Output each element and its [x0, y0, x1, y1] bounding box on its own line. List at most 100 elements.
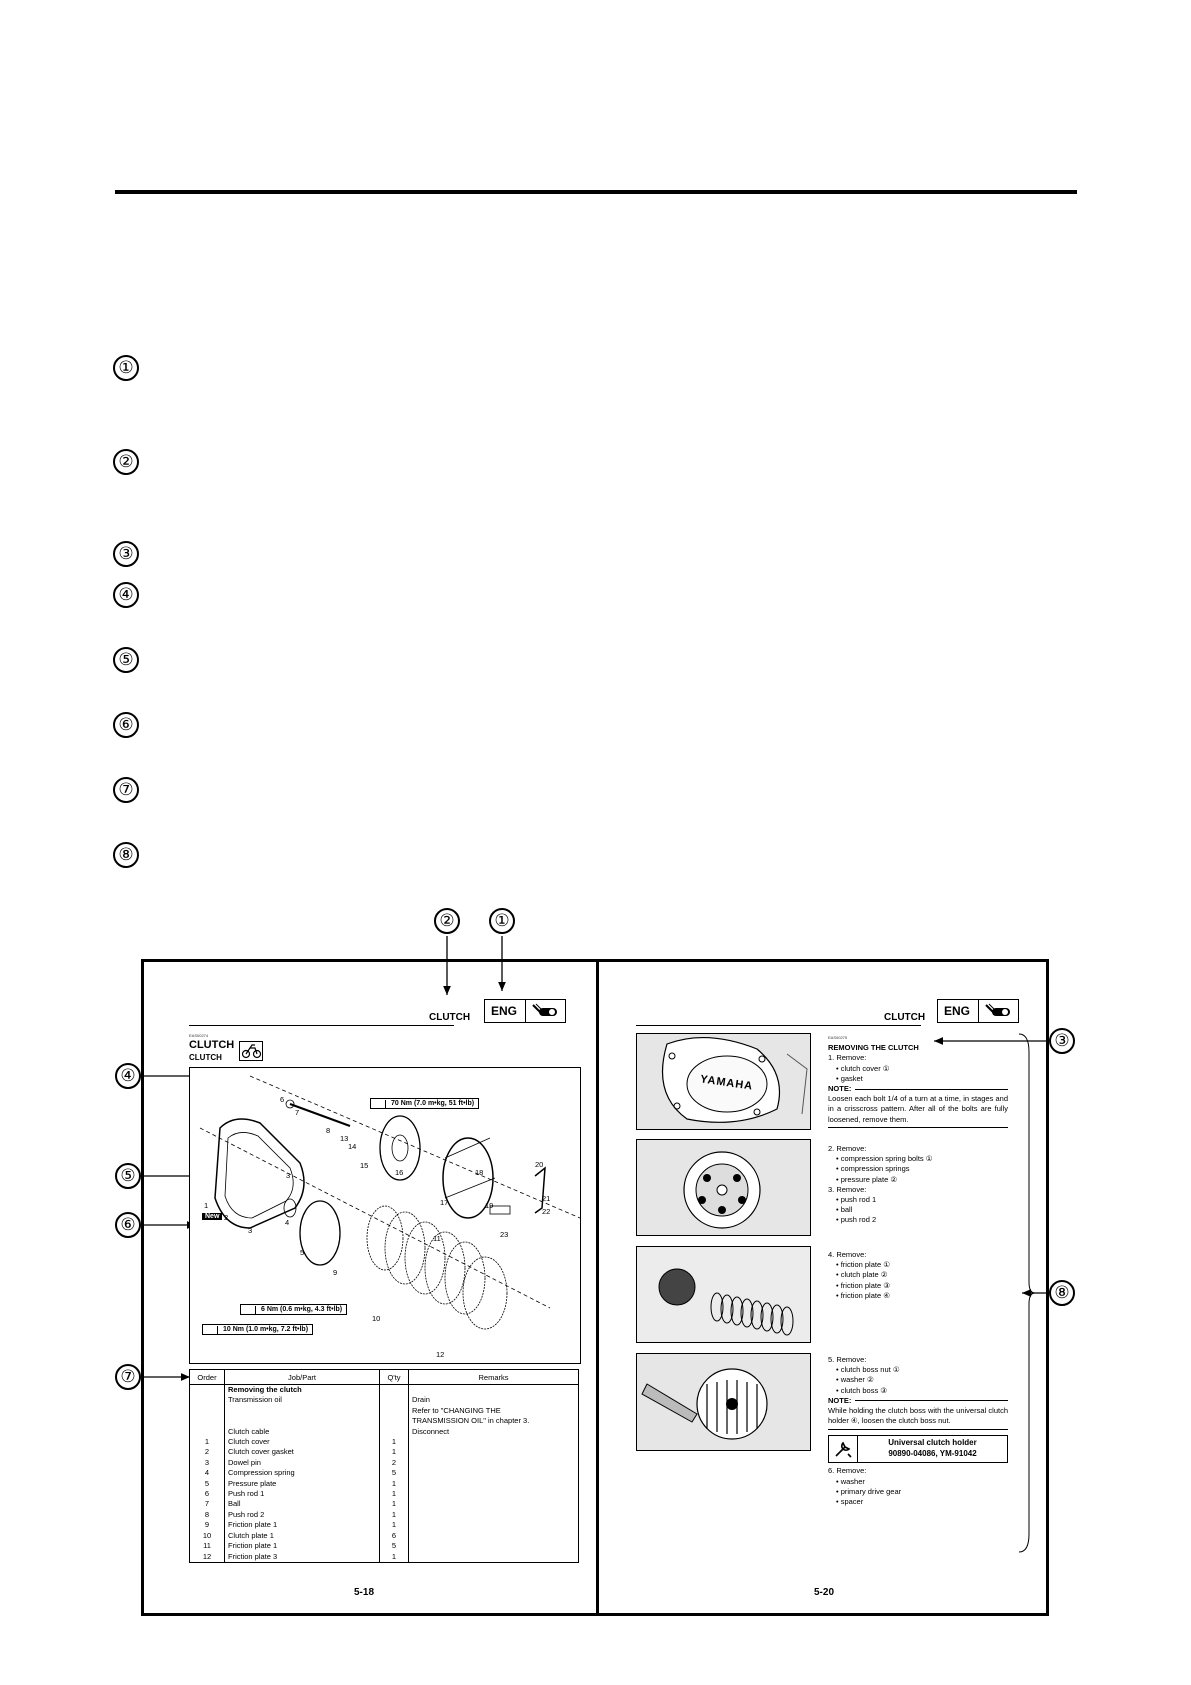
cell-part: Transmission oil [224, 1395, 380, 1406]
cell-remarks: Disconnect [408, 1426, 579, 1438]
cell-order [189, 1405, 225, 1417]
left-page: CLUTCH ENG EAS00274 CLUTCH CLUTCH [144, 962, 596, 1613]
instruction-line: • compression springs [836, 1164, 910, 1174]
instruction-line: 1. Remove: [828, 1053, 867, 1063]
step-4-block: 4. Remove:• friction plate ①• clutch pla… [828, 1250, 1008, 1301]
cell-part: Push rod 2 [224, 1509, 380, 1521]
right-code: EAS00275 [828, 1035, 848, 1040]
cell-qty [379, 1384, 409, 1396]
step-5-6-block: 5. Remove:• clutch boss nut ①• washer ②•… [828, 1355, 1008, 1507]
cell-remarks [408, 1447, 579, 1458]
cell-qty: 1 [379, 1509, 409, 1521]
right-page-number: 5-20 [814, 1587, 835, 1598]
col-qty: Q'ty [379, 1369, 409, 1385]
removing-heading: REMOVING THE CLUTCH [828, 1043, 919, 1053]
clutch-exploded-drawing [199, 1075, 580, 1330]
removal-instructions: EAS00275 REMOVING THE CLUTCH 1. Remove:•… [828, 1033, 1008, 1128]
callout-6: ⑥ [115, 1212, 141, 1238]
instruction-line: • compression spring bolts ① [836, 1154, 933, 1164]
photo-clutch-boss [636, 1353, 811, 1451]
cell-part: Dowel pin [224, 1457, 380, 1469]
cell-order: 3 [189, 1457, 225, 1469]
cell-remarks [408, 1541, 579, 1552]
table-row: Transmission oil Drain [189, 1395, 579, 1406]
instruction-line: 6. Remove: [828, 1466, 867, 1476]
marker-6: ⑥ [113, 712, 139, 738]
instruction-line: • clutch plate ② [836, 1270, 888, 1280]
cell-remarks [408, 1457, 579, 1469]
cell-part: Clutch cover [224, 1437, 380, 1448]
left-eng-badge: ENG [484, 999, 566, 1023]
cell-remarks: Drain [408, 1395, 579, 1406]
cell-qty: 5 [379, 1468, 409, 1479]
part-number: 19 [485, 1201, 494, 1210]
part-number: 5 [300, 1248, 305, 1257]
part-number: 3 [286, 1171, 291, 1180]
engine-icon [985, 1003, 1010, 1016]
cell-order: 1 [189, 1437, 225, 1448]
instruction-line: • friction plate ④ [836, 1290, 890, 1300]
instruction-line: 3. Remove: [828, 1184, 867, 1194]
special-tool-box: Universal clutch holder 90890-04086, YM-… [828, 1435, 1008, 1464]
eng-label: ENG [944, 1004, 971, 1018]
cell-remarks [408, 1530, 579, 1542]
exploded-diagram: 70 Nm (7.0 m•kg, 51 ft•lb) 6 Nm (0.6 m•k… [189, 1067, 581, 1364]
marker-8: ⑧ [113, 842, 139, 868]
part-number: 11 [433, 1234, 441, 1243]
part-number: 7 [295, 1108, 300, 1117]
cell-remarks: TRANSMISSION OIL" in chapter 3. [408, 1416, 579, 1427]
right-eng-badge: ENG [937, 999, 1019, 1023]
instruction-line: • clutch boss nut ① [836, 1365, 900, 1375]
step-2-3-block: 2. Remove:• compression spring bolts ①• … [828, 1144, 1008, 1226]
cell-remarks [408, 1437, 579, 1448]
right-header-title: CLUTCH [884, 1012, 926, 1023]
cell-part: Clutch plate 1 [224, 1530, 380, 1542]
cell-qty [379, 1416, 409, 1427]
part-number: 14 [348, 1142, 357, 1151]
instruction-line: • push rod 1 [836, 1195, 877, 1205]
cell-remarks [408, 1384, 579, 1396]
cell-qty: 1 [379, 1499, 409, 1510]
marker-4: ④ [113, 582, 139, 608]
part-number: 12 [436, 1350, 445, 1359]
instruction-line: • clutch cover ① [836, 1063, 890, 1073]
cell-order: 10 [189, 1530, 225, 1542]
eng-label: ENG [491, 1004, 518, 1018]
callout-2: ② [434, 908, 460, 934]
cell-part: Friction plate 1 [224, 1541, 380, 1552]
cell-part: Clutch cover gasket [224, 1447, 380, 1458]
cell-qty: 1 [379, 1520, 409, 1531]
cell-order [189, 1426, 225, 1438]
part-number: 4 [285, 1218, 290, 1227]
table-row: TRANSMISSION OIL" in chapter 3. [189, 1416, 579, 1427]
cell-qty [379, 1405, 409, 1417]
part-number: 15 [360, 1161, 369, 1170]
photo-friction-plates [636, 1246, 811, 1343]
cell-qty: 1 [379, 1478, 409, 1490]
part-number: 13 [340, 1134, 349, 1143]
right-page: CLUTCH ENG YAMAHA [599, 962, 1046, 1613]
torque-spec-10nm: 10 Nm (1.0 m•kg, 7.2 ft•lb) [202, 1324, 314, 1335]
part-number: 2 [224, 1213, 229, 1222]
wrench-icon [829, 1436, 858, 1463]
left-page-number: 5-18 [354, 1587, 375, 1598]
step-1-block: 1. Remove:• clutch cover ①• gasket [828, 1053, 1008, 1084]
cell-order: 5 [189, 1478, 225, 1490]
instruction-line: • primary drive gear [836, 1486, 902, 1496]
step-6-list: 6. Remove:• washer• primary drive gear• … [828, 1466, 1008, 1507]
cell-part: Friction plate 1 [224, 1520, 380, 1531]
photo-clutch-cover: YAMAHA [636, 1033, 811, 1130]
callout-4: ④ [115, 1063, 141, 1089]
table-row: Removing the clutch [189, 1384, 579, 1396]
part-number: 18 [475, 1168, 484, 1177]
cell-order: 12 [189, 1551, 225, 1563]
part-number: 1 [204, 1201, 209, 1210]
new-part-tag: New [202, 1213, 223, 1220]
